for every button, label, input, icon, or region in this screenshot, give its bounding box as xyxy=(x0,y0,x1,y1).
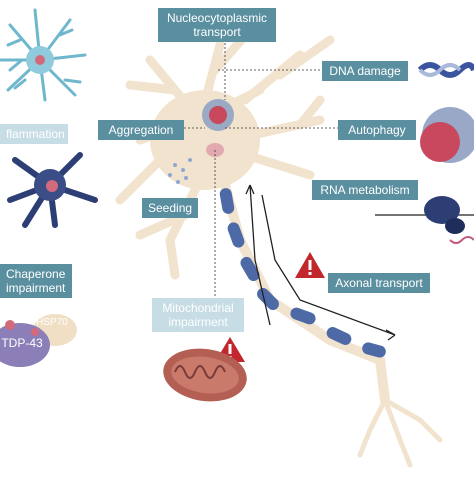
seeding-label: Seeding xyxy=(142,198,198,218)
axon-terminal xyxy=(357,397,443,468)
ribosome-icon xyxy=(375,196,474,244)
mitochondrion-icon xyxy=(163,348,247,402)
astrocyte-icon xyxy=(0,8,87,102)
leader-lines xyxy=(180,43,338,300)
inflammation-label: flammation xyxy=(0,124,68,144)
chaperone-impairment-label: Chaperone impairment xyxy=(0,264,72,298)
nucleocytoplasmic-transport-label: Nucleocytoplasmic transport xyxy=(158,8,276,42)
microglia-icon xyxy=(7,152,98,228)
tdp43-label: TDP-43 xyxy=(1,336,43,350)
chaperone-complex-icon xyxy=(0,314,77,367)
axonal-transport-label: Axonal transport xyxy=(328,273,430,293)
transport-arrows xyxy=(245,184,396,341)
neuron-soma xyxy=(150,90,260,190)
aggregation-label: Aggregation xyxy=(98,120,184,140)
autophagosome-icon xyxy=(420,107,474,163)
seeding-particles xyxy=(168,158,192,184)
mitochondrial-impairment-label: Mitochondrial impairment xyxy=(152,298,244,332)
axon-icon xyxy=(219,180,390,405)
dna-icon xyxy=(417,62,474,78)
dna-damage-label: DNA damage xyxy=(322,61,408,81)
autophagy-label: Autophagy xyxy=(338,120,416,140)
rna-metabolism-label: RNA metabolism xyxy=(312,180,418,200)
hsp70-label: HSP70 xyxy=(36,317,68,328)
